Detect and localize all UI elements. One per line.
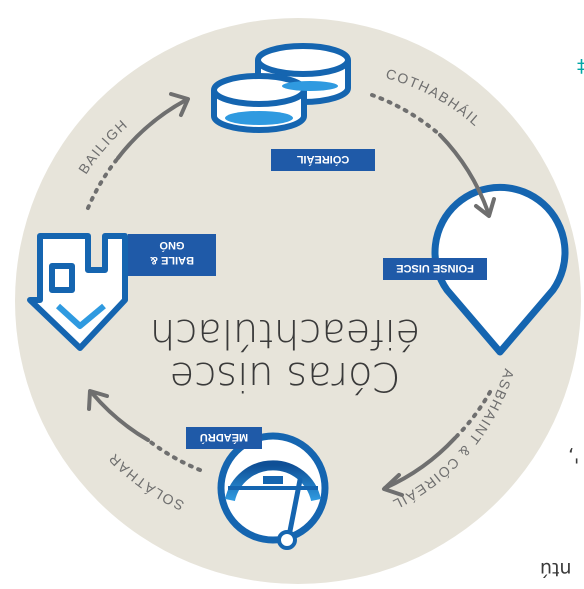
arrow-return-line <box>116 98 188 160</box>
arrow-supply-head <box>87 389 109 411</box>
arrow-supply-dots <box>146 438 202 472</box>
home-business-label-line-1: BAILE & <box>150 254 194 266</box>
home-business-icon <box>27 233 128 351</box>
title-line-2: éifeachtúlach <box>150 310 420 356</box>
treatment-tanks-icon <box>211 43 351 133</box>
title-group: Córas uisce éifeachtúlach <box>150 310 420 399</box>
arrow-abstract-head <box>382 473 404 497</box>
home-business-label-box <box>128 234 216 276</box>
treatment-label: CÓIREÁIL <box>296 153 349 166</box>
water-source-label: FOINSE UISCE <box>396 262 474 274</box>
teal-mark-icon: ‡ <box>577 56 584 77</box>
page-fragment-tail: ntú <box>540 558 572 580</box>
home-business-label-line-2: GNÓ <box>159 239 185 252</box>
meter-gauge-icon <box>217 432 329 550</box>
arrow-supply-line <box>90 391 150 442</box>
arrow-abstract-line <box>383 436 457 490</box>
metering-label-box <box>186 427 262 449</box>
metering-label: MÉADRÚ <box>200 431 248 444</box>
arrow-return-head <box>169 92 190 117</box>
title-line-1: Córas uisce <box>170 353 401 399</box>
water-source-pin-icon <box>431 183 569 356</box>
background-disc <box>15 18 581 584</box>
arrow-collect-line <box>438 133 490 214</box>
treatment-label-box <box>271 149 375 171</box>
arrow-collect-dots <box>370 93 442 137</box>
water-source-label-box <box>383 258 487 280</box>
cycle-arrows <box>86 92 496 497</box>
arrow-collect-head <box>474 197 496 218</box>
page-fragment-comma: ', <box>568 445 580 467</box>
